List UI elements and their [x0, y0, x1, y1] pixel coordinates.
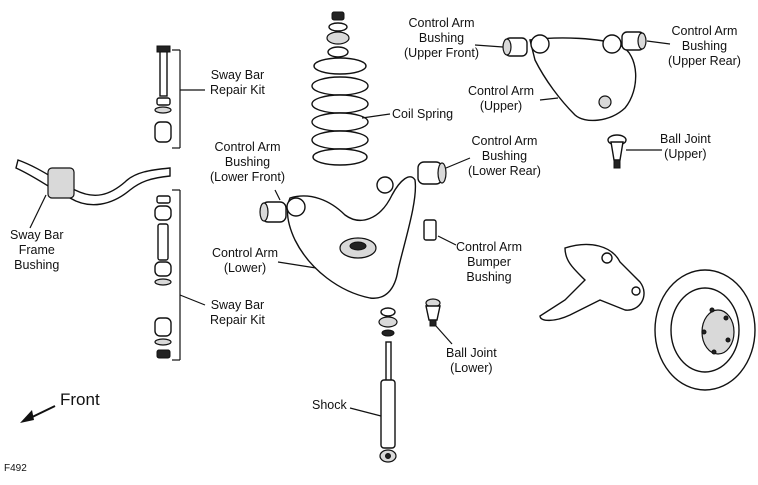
sway-bar-frame-bushing-part: [47, 167, 75, 199]
coil-spring-parts: [311, 11, 391, 166]
sway-bar: [15, 159, 171, 229]
knuckle-rotor-part: [539, 243, 756, 391]
sway-bar-repair-kit-bottom-parts: [154, 189, 206, 361]
sway-bar-repair-kit-top-parts: [154, 45, 205, 149]
bumper-bushing-part: [423, 219, 457, 246]
lower-ball-joint-part: [425, 298, 453, 345]
label-sway-bar-repair-kit-bottom: Sway Bar Repair Kit: [210, 298, 265, 327]
label-sway-bar-frame-bushing: Sway Bar Frame Bushing: [10, 228, 64, 272]
label-control-arm-lower: Control Arm (Lower): [212, 246, 278, 275]
label-ball-joint-upper: Ball Joint (Upper): [660, 132, 711, 161]
label-control-arm-bushing-upper-front: Control Arm Bushing (Upper Front): [404, 16, 480, 60]
label-control-arm-bumper-bushing: Control Arm Bumper Bushing: [456, 240, 522, 284]
label-shock: Shock: [312, 398, 347, 412]
lower-front-bushing-part: [259, 189, 287, 223]
label-front: Front: [60, 390, 100, 409]
lower-control-arm-part: [277, 176, 417, 299]
label-control-arm-bushing-lower-rear: Control Arm Bushing (Lower Rear): [468, 134, 541, 178]
label-ball-joint-lower: Ball Joint (Lower): [446, 346, 497, 375]
label-sway-bar-repair-kit-top: Sway Bar Repair Kit: [210, 68, 265, 97]
upper-control-arm-part: [474, 31, 671, 122]
upper-ball-joint-part: [607, 134, 662, 169]
label-control-arm-bushing-upper-rear: Control Arm Bushing (Upper Rear): [668, 24, 741, 68]
label-coil-spring: Coil Spring: [392, 107, 454, 121]
lower-rear-bushing-part: [417, 157, 471, 185]
front-arrow-icon: [20, 405, 56, 423]
shock-part: [349, 307, 398, 463]
label-control-arm-upper: Control Arm (Upper): [468, 84, 534, 113]
label-control-arm-bushing-lower-front: Control Arm Bushing (Lower Front): [210, 140, 286, 184]
figure-id: F492: [4, 463, 27, 474]
